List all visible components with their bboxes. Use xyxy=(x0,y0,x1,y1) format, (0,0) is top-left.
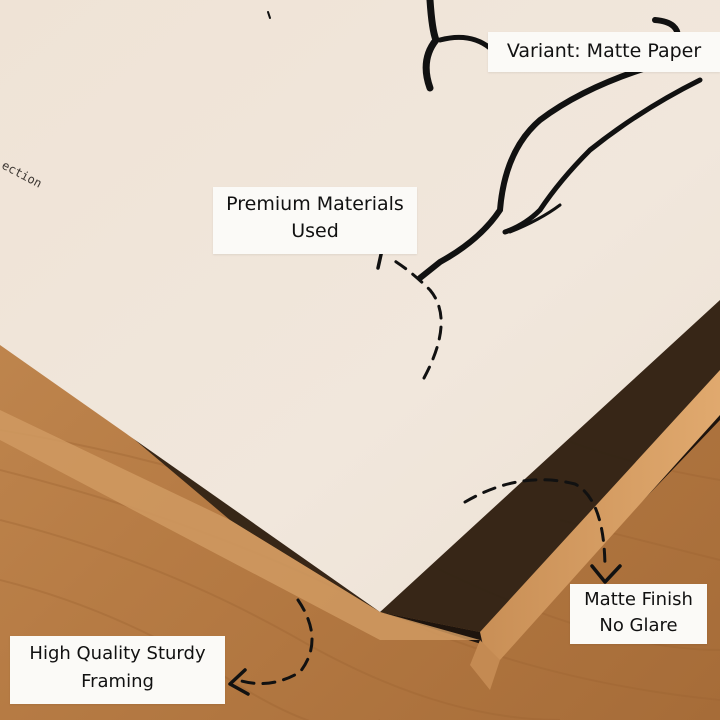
matte-line-1: Matte Finish xyxy=(584,589,693,610)
matte-line-2: No Glare xyxy=(599,615,678,636)
matte-finish-label: Matte Finish No Glare xyxy=(570,584,707,644)
dashed-arrows xyxy=(236,256,607,686)
poster-paper xyxy=(0,0,720,612)
framing-line-1: High Quality Sturdy xyxy=(29,643,206,664)
frame-left-edge xyxy=(0,410,480,640)
frame-corner xyxy=(470,640,500,690)
framing-label: High Quality Sturdy Framing xyxy=(10,636,225,704)
premium-line-1: Premium Materials xyxy=(226,193,404,215)
premium-line-2: Used xyxy=(291,220,339,242)
variant-label: Variant: Matte Paper xyxy=(488,32,720,72)
framing-line-2: Framing xyxy=(81,671,154,692)
variant-text: Variant: Matte Paper xyxy=(506,40,702,62)
premium-materials-label: Premium Materials Used xyxy=(213,187,417,254)
